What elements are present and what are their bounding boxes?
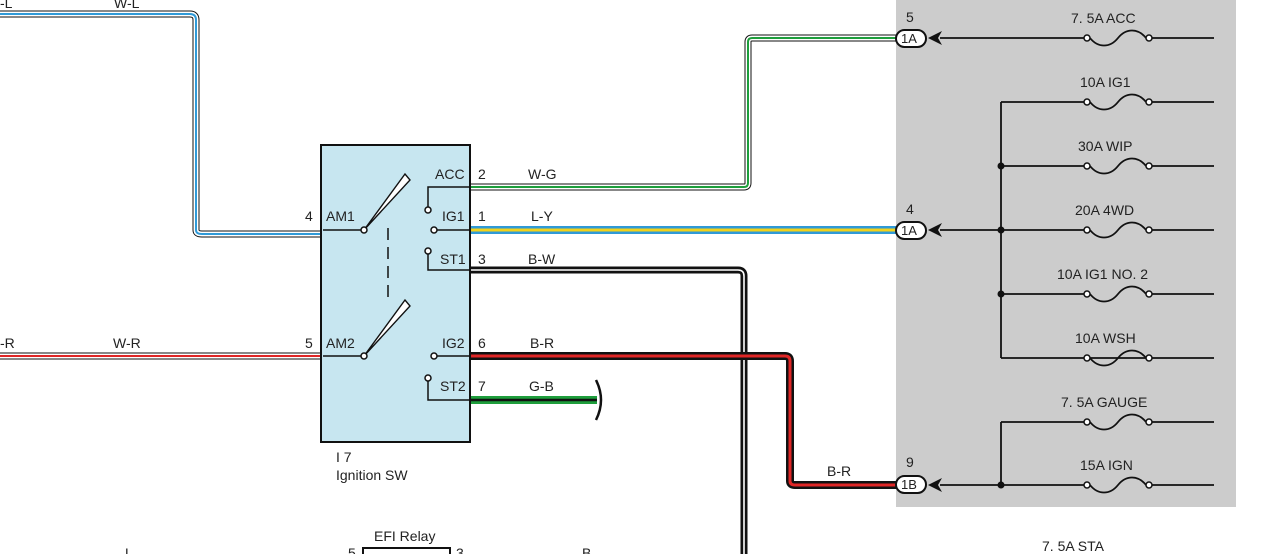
wire-w-l: [0, 10, 323, 238]
connector-1b: 9 1B: [895, 454, 927, 494]
wire-label-lower-b-r: B-R: [827, 463, 851, 479]
fuse-symbol: [1083, 476, 1153, 494]
pin-am2: 5: [305, 335, 313, 351]
switch-ref: I 7: [336, 449, 352, 465]
efi-relay-title: EFI Relay: [374, 528, 435, 544]
wire-g-b: [470, 379, 603, 421]
wire-label-b-w: B-W: [528, 251, 556, 267]
terminal-st1: ST1: [440, 251, 466, 267]
efi-relay-pin-left: 5: [348, 545, 356, 554]
fuse-label-ig1: 10A IG1: [1080, 74, 1131, 90]
connector-pin: 5: [906, 9, 914, 25]
wire-label-bottom-cut: L: [125, 545, 133, 554]
connector-1a-top: 5 1A: [895, 9, 927, 48]
wire-label-mid-cut: -R: [0, 335, 15, 351]
pin-ig2: 6: [478, 335, 486, 351]
wire-label-w-l: W-L: [114, 0, 140, 11]
pin-ig1: 1: [478, 208, 486, 224]
terminal-am2: AM2: [326, 335, 355, 351]
connector-pin: 4: [906, 201, 914, 217]
pin-st2: 7: [478, 378, 486, 394]
connector-label: 1A: [901, 223, 917, 238]
fuse-symbol: [1083, 413, 1153, 431]
fuse-symbol: [1083, 29, 1153, 47]
fuse-label-acc: 7. 5A ACC: [1071, 10, 1136, 26]
fuse-label-4wd: 20A 4WD: [1075, 202, 1134, 218]
arrow-2: [928, 223, 942, 237]
fuse-label-wsh: 10A WSH: [1075, 330, 1136, 346]
fuse-panel: [896, 0, 1236, 507]
wire-w-g: [470, 34, 898, 191]
fuse-symbol: [1083, 221, 1153, 239]
pin-am1: 4: [305, 208, 313, 224]
wire-label-w-r: W-R: [113, 335, 141, 351]
fuse-label-wip: 30A WIP: [1078, 138, 1132, 154]
fuse-label-sta: 7. 5A STA: [1042, 538, 1105, 554]
fuse-symbol: [1083, 93, 1153, 111]
connector-1a-mid: 4 1A: [895, 201, 927, 240]
terminal-acc: ACC: [435, 166, 465, 182]
fuse-label-ign: 15A IGN: [1080, 457, 1133, 473]
wire-b-w: [470, 266, 748, 554]
pin-st1: 3: [478, 251, 486, 267]
wire-label-l-y: L-Y: [531, 208, 553, 224]
terminal-am1: AM1: [326, 208, 355, 224]
wire-b-r: [470, 352, 898, 489]
wire-label-top-cut: -L: [0, 0, 13, 11]
terminal-ig2: IG2: [442, 335, 465, 351]
switch-name: Ignition SW: [336, 467, 408, 483]
wire-label-bottom-b: B: [582, 545, 591, 554]
connector-pin: 9: [906, 454, 914, 470]
ignition-switch: [320, 144, 471, 443]
connector-label: 1B: [901, 477, 917, 492]
fuse-symbol: [1083, 285, 1153, 303]
fuse-label-gauge: 7. 5A GAUGE: [1061, 394, 1147, 410]
wire-label-w-g: W-G: [528, 166, 557, 182]
efi-relay: EFI Relay 5 3: [348, 528, 464, 554]
arrow-3: [928, 478, 942, 492]
fuse-label-ig1-no2: 10A IG1 NO. 2: [1057, 266, 1148, 282]
junction-dots: [997, 162, 1005, 489]
arrow-1: [928, 31, 942, 45]
terminal-ig1: IG1: [442, 208, 465, 224]
fuse-symbol: [1083, 157, 1153, 175]
wire-label-g-b: G-B: [529, 378, 554, 394]
terminal-st2: ST2: [440, 378, 466, 394]
fuse-symbol: [1083, 349, 1153, 367]
fuse-symbols: [1083, 29, 1153, 494]
efi-relay-pin-right: 3: [456, 545, 464, 554]
pin-acc: 2: [478, 166, 486, 182]
wire-label-b-r: B-R: [530, 335, 554, 351]
connector-label: 1A: [901, 31, 917, 46]
